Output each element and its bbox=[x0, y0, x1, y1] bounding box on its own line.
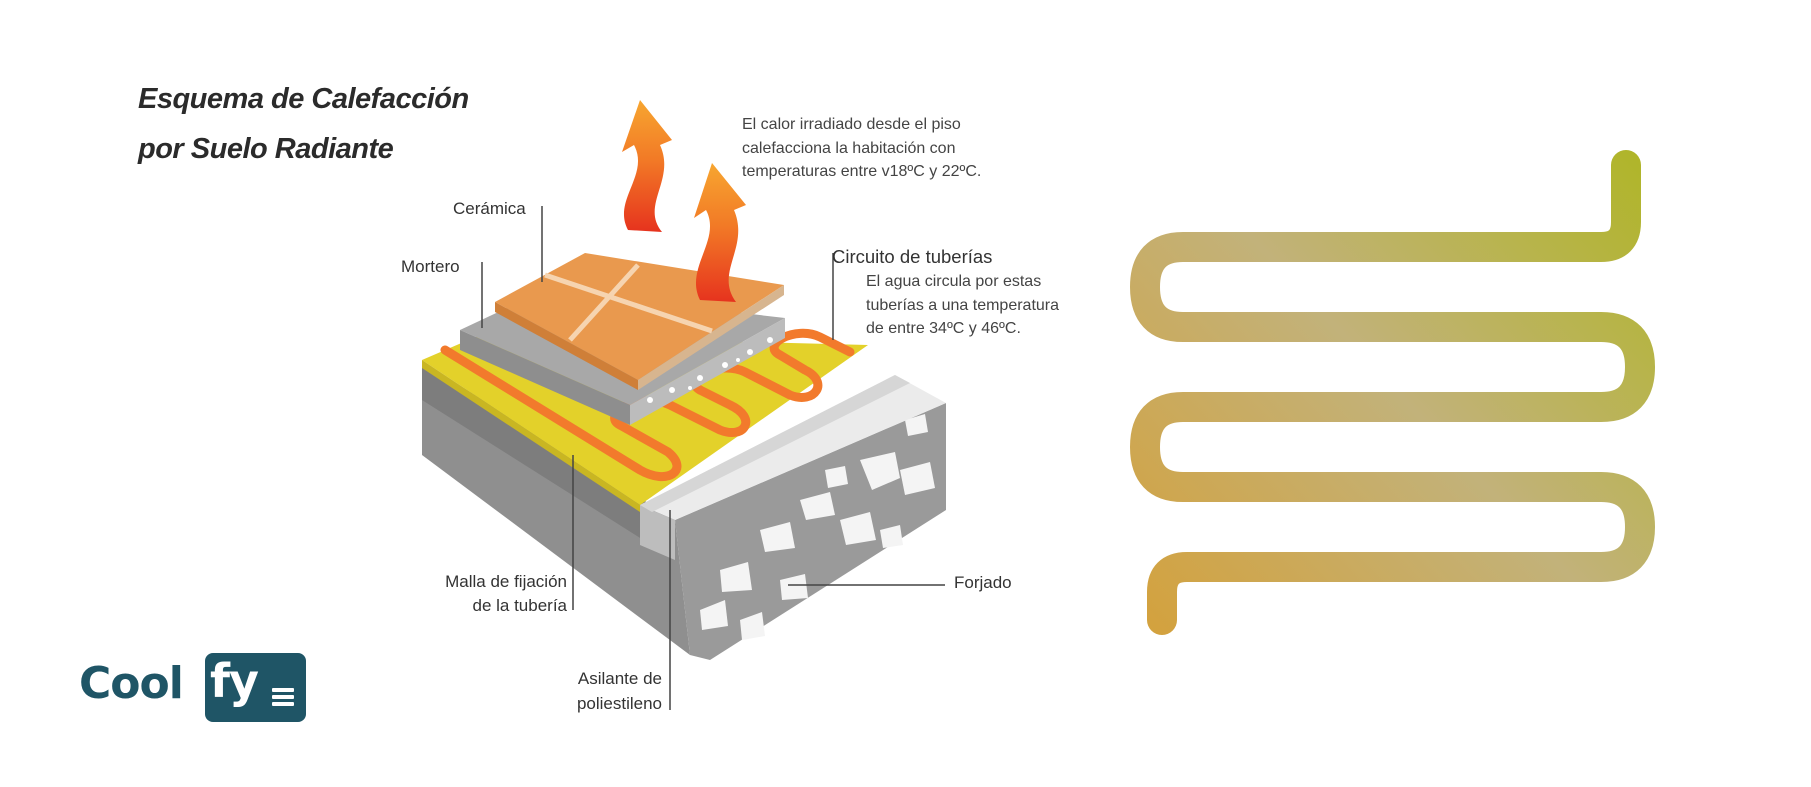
circuit-title: Circuito de tuberías bbox=[832, 246, 993, 267]
label-forjado: Forjado bbox=[954, 573, 1012, 592]
heat-note: El calor irradiado desde el piso calefac… bbox=[742, 113, 981, 184]
heat-arrow-icon bbox=[694, 163, 746, 302]
circuit-note-line-3: de entre 34ºC y 46ºC. bbox=[866, 320, 1021, 337]
label-malla-line-2: de la tubería bbox=[472, 596, 567, 615]
menu-icon bbox=[272, 688, 294, 708]
heat-note-line-1: El calor irradiado desde el piso bbox=[742, 116, 961, 133]
title-line-1: Esquema de Calefacción bbox=[138, 83, 469, 115]
label-malla-line-1: Malla de fijación bbox=[445, 572, 567, 591]
serpentine-pipe-icon bbox=[1130, 150, 1655, 635]
heat-arrow-icon bbox=[622, 100, 672, 232]
label-aislante-line-1: Asilante de bbox=[577, 669, 662, 688]
circuit-note: El agua circula por estas tuberías a una… bbox=[866, 270, 1059, 341]
forjado-speckles bbox=[700, 414, 935, 640]
heat-note-line-3: temperaturas entre v18ºC y 22ºC. bbox=[742, 163, 982, 180]
circuit-note-line-1: El agua circula por estas bbox=[866, 273, 1042, 290]
title-line-2: por Suelo Radiante bbox=[138, 133, 394, 165]
slab-block bbox=[422, 362, 946, 660]
heat-note-line-2: calefacciona la habitación con bbox=[742, 139, 956, 157]
logo-word-cool: Cool bbox=[79, 658, 184, 709]
circuit-note-line-2: tuberías a una temperatura bbox=[866, 296, 1060, 314]
label-mortero: Mortero bbox=[401, 257, 460, 276]
logo-word-fy: fy bbox=[210, 654, 259, 708]
label-aislante: Asilante de poliestileno bbox=[540, 666, 662, 716]
mortar-side bbox=[460, 330, 630, 425]
label-ceramica: Cerámica bbox=[453, 199, 526, 218]
label-aislante-line-2: poliestileno bbox=[576, 694, 662, 713]
insulation-layer bbox=[640, 375, 946, 520]
logo-box bbox=[205, 653, 306, 722]
label-malla: Malla de fijación de la tubería bbox=[415, 570, 567, 618]
diagram-title: Esquema de Calefacción por Suelo Radiant… bbox=[138, 74, 469, 174]
